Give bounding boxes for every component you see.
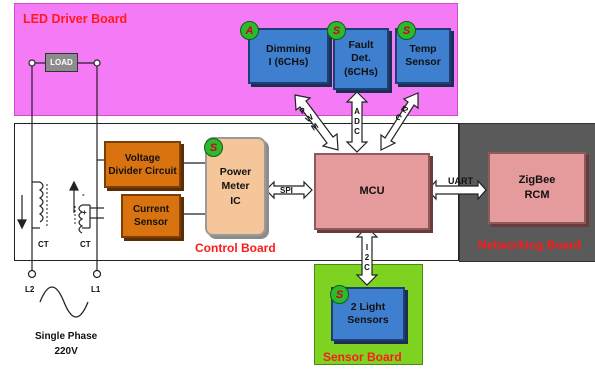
ct-right-coil xyxy=(78,204,84,234)
pwm-arrow xyxy=(294,94,339,151)
supply-label: Single Phase 220V xyxy=(35,331,98,357)
l1-label: L1 xyxy=(91,285,101,294)
dimming-badge: A xyxy=(240,21,259,40)
spi-label: SPI xyxy=(280,186,293,195)
ct-right-label: CT xyxy=(80,240,91,249)
power-meter-block: Power Meter IC xyxy=(205,137,266,236)
adc-arrow xyxy=(345,91,369,153)
mcu-block: MCU xyxy=(314,153,430,230)
sensor-board-label: Sensor Board xyxy=(323,350,402,364)
current-sensor-block: Current Sensor xyxy=(121,194,181,238)
ac-source-icon xyxy=(39,286,89,318)
uart-arrow xyxy=(427,179,487,201)
light-sensors-badge: S xyxy=(330,285,349,304)
fault-detection-badge: S xyxy=(327,21,346,40)
control-board-label: Control Board xyxy=(195,241,276,255)
spi-arrow xyxy=(265,180,313,200)
i2c-top-arrow xyxy=(380,92,419,151)
l2-label: L2 xyxy=(25,285,35,294)
i2c-bottom-label: I2C xyxy=(364,243,370,272)
dimming-block: Dimming I (6CHs) xyxy=(248,28,329,84)
ct-left-coil xyxy=(38,181,44,223)
uart-label: UART xyxy=(448,176,473,186)
networking-board-label: Networking Board xyxy=(478,238,582,252)
voltage-divider-block: Voltage Divider Circuit xyxy=(104,141,181,188)
led-driver-board-label: LED Driver Board xyxy=(23,12,128,26)
temp-sensor-badge: S xyxy=(397,21,416,40)
load-label: LOAD xyxy=(50,58,73,67)
fault-detection-block: Fault Det. (6CHs) xyxy=(333,28,389,90)
terminal-load-left xyxy=(28,59,36,67)
power-meter-badge: S xyxy=(204,138,223,157)
plus-sign: + xyxy=(82,208,87,217)
i2c-bottom-arrow xyxy=(355,226,379,286)
adc-label: ADC xyxy=(354,107,360,136)
load-box: LOAD xyxy=(45,53,78,72)
minus-sign: - xyxy=(82,190,85,199)
terminal-load-right xyxy=(93,59,101,67)
zigbee-block: ZigBee RCM xyxy=(488,152,586,224)
terminal-l1 xyxy=(92,269,102,279)
terminal-l2 xyxy=(27,269,37,279)
ct-left-label: CT xyxy=(38,240,49,249)
